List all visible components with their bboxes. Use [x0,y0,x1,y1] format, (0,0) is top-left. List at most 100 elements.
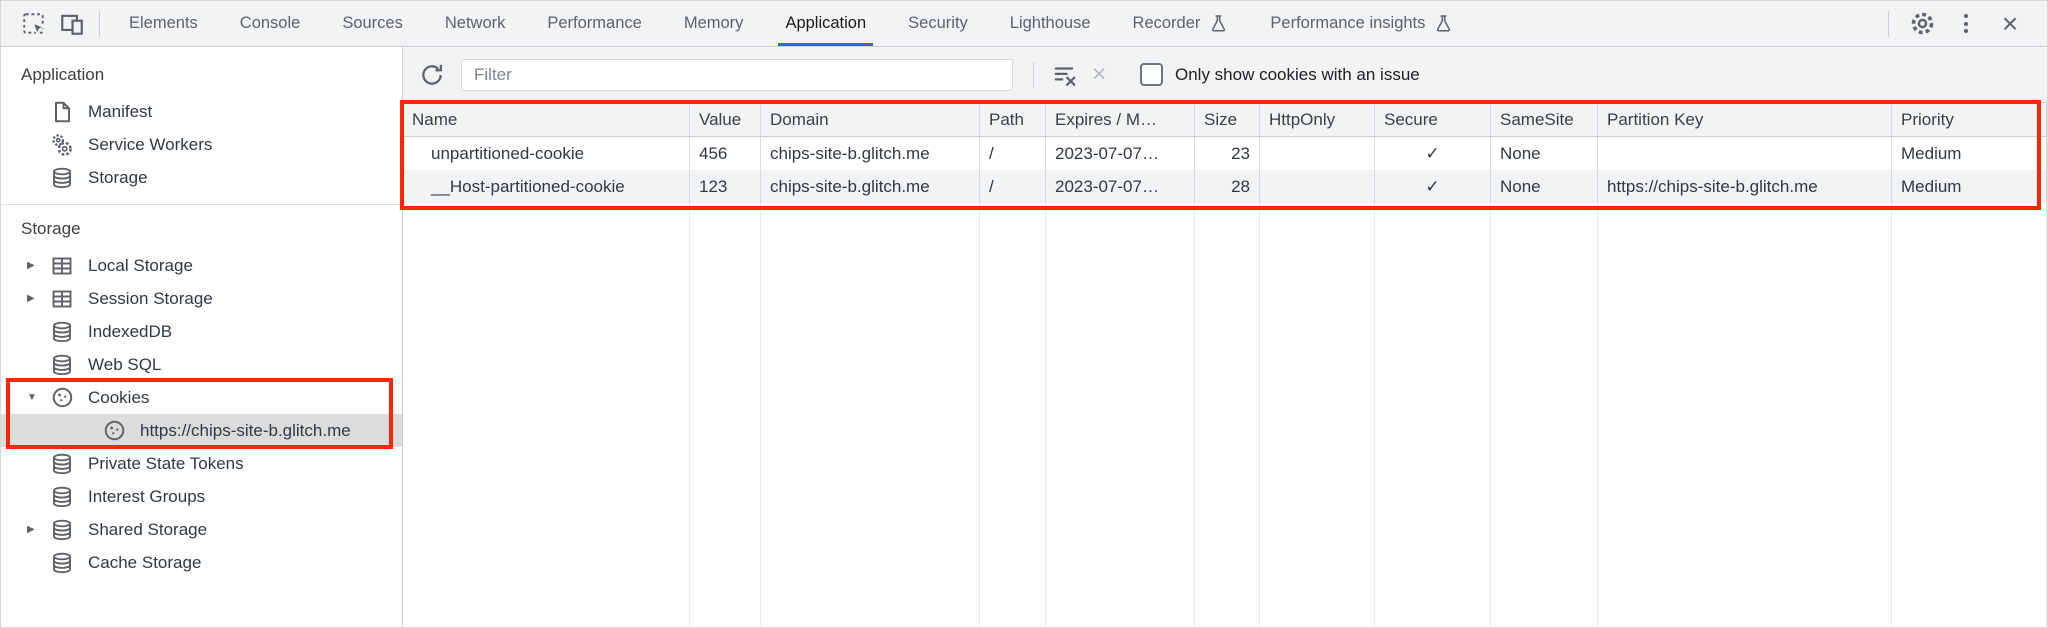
cookie-icon [101,418,127,444]
column-header-size[interactable]: Size [1195,103,1260,136]
settings-gear-icon[interactable] [1903,7,1941,41]
cell-value[interactable]: 456 [690,137,761,170]
document-icon [49,99,75,125]
column-header-path[interactable]: Path [980,103,1046,136]
sidebar-item-label: Shared Storage [88,519,208,539]
tab-memory[interactable]: Memory [663,1,765,46]
devtools-body: Application Manifest S [1,47,2047,627]
column-header-domain[interactable]: Domain [761,103,980,136]
sidebar-item-session-storage[interactable]: ▶ Session Storage [1,282,402,315]
cell-size[interactable]: 28 [1195,170,1260,203]
cookies-panel: × Only show cookies with an issue Name V… [400,47,2047,627]
sidebar-item-label: Private State Tokens [88,453,244,473]
column-header-samesite[interactable]: SameSite [1491,103,1598,136]
sidebar-item-label: Web SQL [88,354,162,374]
empty-column [1046,203,1195,627]
column-header-name[interactable]: Name [403,103,690,136]
cell-samesite[interactable]: None [1491,170,1598,203]
tab-label: Network [444,14,506,32]
empty-column [980,203,1046,627]
sidebar-item-storage[interactable]: Storage [1,161,402,194]
sidebar-item-shared-storage[interactable]: ▶ Shared Storage [1,513,402,546]
refresh-icon[interactable] [415,59,449,91]
database-icon [49,451,75,477]
database-icon [49,165,75,191]
cookies-table: Name Value Domain Path Expires / M… Size… [400,100,2047,627]
empty-column [1892,203,2047,627]
cell-partition-key[interactable] [1598,137,1892,170]
tab-performance-insights[interactable]: Performance insights [1249,1,1474,46]
column-header-value[interactable]: Value [690,103,761,136]
column-header-expires[interactable]: Expires / M… [1046,103,1195,136]
only-issue-label[interactable]: Only show cookies with an issue [1175,64,1420,84]
tab-application[interactable]: Application [764,1,887,46]
cell-domain[interactable]: chips-site-b.glitch.me [761,170,980,203]
sidebar-item-web-sql[interactable]: Web SQL [1,348,402,381]
sidebar-item-indexeddb[interactable]: IndexedDB [1,315,402,348]
sidebar-item-local-storage[interactable]: ▶ Local Storage [1,249,402,282]
triangle-collapsed-icon[interactable]: ▶ [27,260,35,271]
cell-priority[interactable]: Medium [1892,170,2047,203]
delete-selected-icon[interactable]: × [1091,60,1107,88]
sidebar-item-cookie-origin[interactable]: https://chips-site-b.glitch.me [1,414,402,447]
cell-name[interactable]: unpartitioned-cookie [403,137,690,170]
sidebar-item-label: Storage [88,167,148,187]
tab-label: Security [908,14,968,32]
cookie-row-unpartitioned[interactable]: unpartitioned-cookie 456 chips-site-b.gl… [403,137,2047,170]
sidebar-item-service-workers[interactable]: Service Workers [1,128,402,161]
more-options-icon[interactable] [1947,7,1985,41]
triangle-collapsed-icon[interactable]: ▶ [27,524,35,535]
sidebar-item-cookies[interactable]: ▼ Cookies [1,381,402,414]
tab-label: Performance [547,14,642,32]
tab-lighthouse[interactable]: Lighthouse [989,1,1112,46]
cell-partition-key[interactable]: https://chips-site-b.glitch.me [1598,170,1892,203]
column-header-httponly[interactable]: HttpOnly [1260,103,1375,136]
tab-security[interactable]: Security [887,1,989,46]
tab-recorder[interactable]: Recorder [1112,1,1250,46]
gears-icon [49,132,75,158]
devtools-tab-bar: Elements Console Sources Network Perform… [1,1,2047,47]
section-title-storage: Storage [21,219,81,238]
sidebar-item-label: https://chips-site-b.glitch.me [140,420,351,440]
tab-performance[interactable]: Performance [526,1,662,46]
filter-input[interactable] [461,58,1013,91]
cell-value[interactable]: 123 [690,170,761,203]
cell-size[interactable]: 23 [1195,137,1260,170]
close-icon[interactable]: × [2001,7,2019,39]
device-toolbar-icon[interactable] [53,7,91,41]
cell-priority[interactable]: Medium [1892,137,2047,170]
column-header-priority[interactable]: Priority [1892,103,2047,136]
tab-elements[interactable]: Elements [108,1,219,46]
triangle-collapsed-icon[interactable]: ▶ [27,293,35,304]
triangle-expanded-icon[interactable]: ▼ [27,392,37,403]
clear-filter-icon[interactable] [1048,59,1082,91]
sidebar-section-divider [1,204,402,205]
column-header-partition-key[interactable]: Partition Key [1598,103,1892,136]
tab-console[interactable]: Console [219,1,322,46]
cell-name[interactable]: __Host-partitioned-cookie [403,170,690,203]
sidebar-item-cache-storage[interactable]: Cache Storage [1,546,402,579]
tab-network[interactable]: Network [424,1,527,46]
cookie-row-host-partitioned[interactable]: __Host-partitioned-cookie 123 chips-site… [403,170,2047,203]
column-header-secure[interactable]: Secure [1375,103,1491,136]
only-issue-checkbox[interactable] [1140,63,1163,86]
tab-label: Lighthouse [1009,14,1091,32]
cell-httponly[interactable] [1260,137,1375,170]
inspect-element-icon[interactable] [15,7,53,41]
tab-sources[interactable]: Sources [321,1,424,46]
cell-secure-checkmark[interactable]: ✓ [1375,137,1491,170]
cell-secure-checkmark[interactable]: ✓ [1375,170,1491,203]
sidebar-item-private-state-tokens[interactable]: Private State Tokens [1,447,402,480]
cell-expires[interactable]: 2023-07-07… [1046,137,1195,170]
sidebar-item-label: Cookies [88,387,150,407]
sidebar-item-interest-groups[interactable]: Interest Groups [1,480,402,513]
cell-path[interactable]: / [980,170,1046,203]
cell-domain[interactable]: chips-site-b.glitch.me [761,137,980,170]
cell-path[interactable]: / [980,137,1046,170]
sidebar-item-manifest[interactable]: Manifest [1,95,402,128]
cell-samesite[interactable]: None [1491,137,1598,170]
tab-label: Application [785,14,867,32]
empty-column [690,203,761,627]
cell-expires[interactable]: 2023-07-07… [1046,170,1195,203]
cell-httponly[interactable] [1260,170,1375,203]
